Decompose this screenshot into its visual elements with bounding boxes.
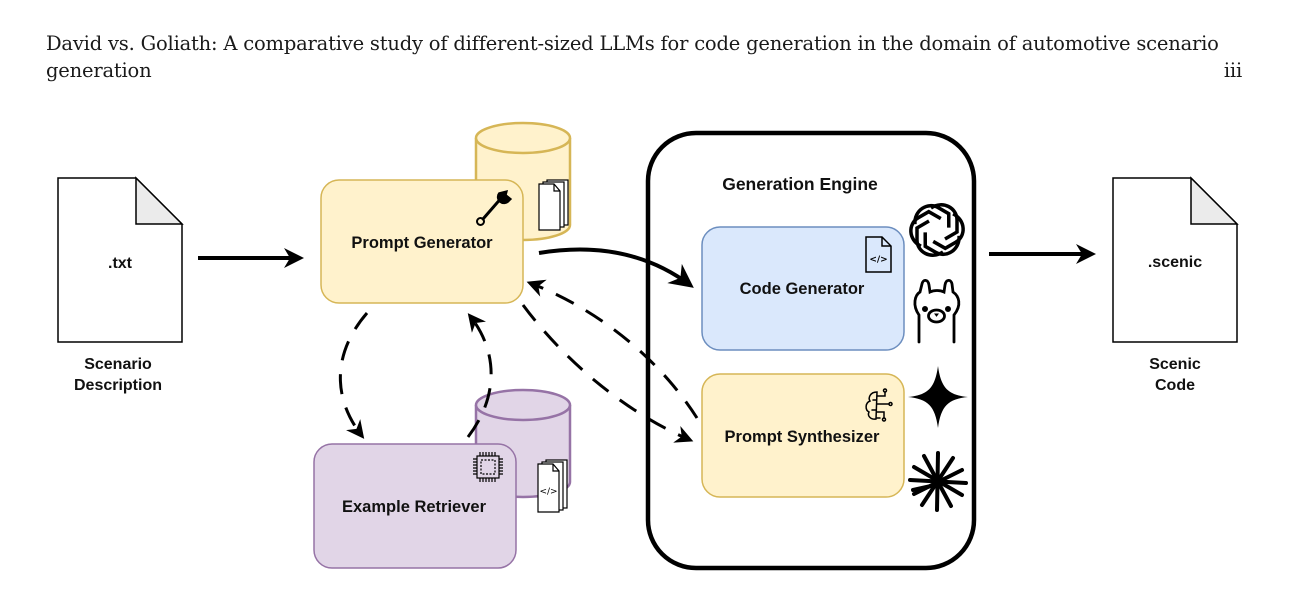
prompt-synthesizer-node: Prompt Synthesizer xyxy=(701,373,905,498)
code-glyph: </> xyxy=(539,487,557,497)
output-file-node: .scenic Scenic Code xyxy=(1112,176,1239,394)
edge-example-retriever-to-prompt-generator xyxy=(466,313,493,438)
input-caption-line1: Scenario xyxy=(84,356,152,373)
claude-starburst-icon xyxy=(908,451,968,512)
code-file-glyph: </> xyxy=(869,255,887,265)
edge-prompt-synthesizer-to-prompt-generator xyxy=(526,279,699,419)
example-retriever-node: Example Retriever xyxy=(313,443,517,569)
page-number: iii xyxy=(1223,59,1242,82)
input-file-extension: .txt xyxy=(108,255,133,272)
output-file-extension: .scenic xyxy=(1148,254,1202,271)
code-documents-stack-icon: </> xyxy=(537,459,568,513)
wrench-icon xyxy=(476,189,513,226)
generation-engine-container: Generation Engine xyxy=(645,130,977,571)
example-retriever-label: Example Retriever xyxy=(342,498,487,516)
chip-icon xyxy=(473,452,503,482)
edge-prompt-generator-to-code-generator xyxy=(538,247,694,288)
ollama-llama-icon xyxy=(913,278,961,344)
openai-logo-icon xyxy=(903,198,971,262)
input-caption-line2: Description xyxy=(74,377,162,394)
page-header: David vs. Goliath: A comparative study o… xyxy=(46,30,1242,84)
generation-engine-title: Generation Engine xyxy=(722,174,878,194)
input-file-node: .txt Scenario Description xyxy=(57,176,184,394)
output-caption-line1: Scenic xyxy=(1149,356,1201,373)
edge-prompt-generator-to-prompt-synthesizer xyxy=(521,304,694,443)
brain-circuit-icon xyxy=(865,388,893,422)
documents-stack-icon xyxy=(538,179,569,231)
gemini-sparkle-icon xyxy=(908,366,968,428)
prompt-generator-label: Prompt Generator xyxy=(351,234,493,252)
paper-title-line1: David vs. Goliath: A comparative study o… xyxy=(46,32,1219,55)
prompt-generator-node: Prompt Generator xyxy=(320,179,524,304)
code-generator-label: Code Generator xyxy=(740,280,865,298)
code-generator-node: Code Generator </> xyxy=(701,226,905,351)
prompt-synthesizer-label: Prompt Synthesizer xyxy=(725,428,881,446)
output-caption-line2: Code xyxy=(1155,377,1195,394)
edge-prompt-generator-to-example-retriever xyxy=(338,312,369,439)
code-file-icon: </> xyxy=(865,236,892,273)
paper-title-line2: generation xyxy=(46,59,152,82)
